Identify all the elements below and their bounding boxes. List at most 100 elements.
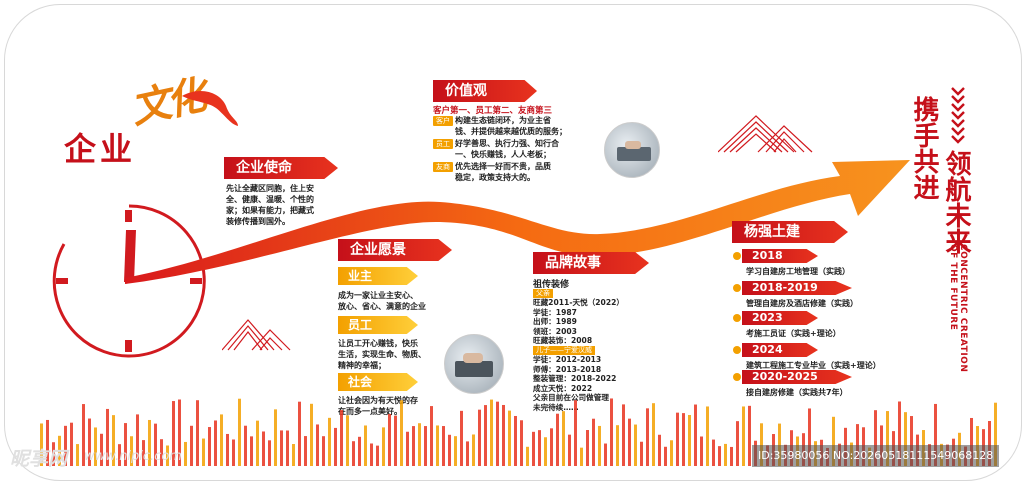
values-item-partner: 友商 优先选择一好而不贵，品质 稳定，政策支持大的。 [433,162,603,183]
equalizer-bar [592,418,595,466]
equalizer-bar [82,404,85,466]
equalizer-bar [532,431,535,466]
clock-icon [52,204,206,358]
timeline-year: 2024 [742,343,818,357]
brand-story-tag-father: 父亲 [533,289,553,298]
equalizer-bar [700,436,703,466]
slogan-col-1: 携手共进 [909,96,939,200]
timeline-desc: 考施工员证（实践+理论） [746,329,841,338]
equalizer-bar [136,414,139,466]
equalizer-bar [376,445,379,466]
equalizer-bar [304,436,307,466]
equalizer-bar [808,408,811,466]
values-header: 价值观 [433,80,537,102]
equalizer-bar [328,417,331,466]
equalizer-bar [910,416,913,466]
equalizer-bar [322,436,325,466]
values-slogan: 客户第一、员工第二、友商第三 [433,106,553,116]
equalizer-bar [430,406,433,466]
equalizer-bar [610,398,613,466]
equalizer-bar [670,440,673,466]
equalizer-bar [970,417,973,466]
equalizer-bar [514,415,517,466]
equalizer-bar [934,403,937,466]
equalizer-bar [664,446,667,466]
slogan-col-2: 领航未来 [941,150,971,254]
equalizer-bar [286,430,289,466]
equalizer-bar [748,405,751,466]
mission-text: 先让全藏区同胞，住上安 全、健康、温暖、个性的 家；如果有能力，把藏式 装修传播… [226,184,314,226]
slogan-english: CONCENTRIC CREATION OF THE FUTURE [948,244,968,373]
brand-story-list-father: 旺藏2011-天悦（2022） 学徒：1987 出师：1989 领班：2003 … [533,298,624,346]
timeline-desc: 接自建房修建（实践共7年） [746,388,848,397]
brand-story-line: 领班：2003 [533,326,577,336]
equalizer-bar [760,423,763,466]
mountain-icon [718,115,813,153]
brand-story-header: 品牌故事 [533,252,649,274]
timeline-dot [733,346,741,354]
timeline-year: 2018 [742,249,818,263]
equalizer-bar [292,444,295,466]
mountain-icon [222,319,291,351]
equalizer-bar [106,408,109,466]
vision-text-society: 让社会因为有天悦的存 在而多一点美好。 [338,396,418,416]
equalizer-bar [184,441,187,466]
vision-tag-staff: 员工 [338,316,418,334]
watermark-url: www.nipic.com [84,449,182,464]
equalizer-bar [646,408,649,466]
equalizer-bar [334,427,337,466]
equalizer-bar [274,409,277,466]
values-item-customer: 客户 构建生态链闭环，为业主省 钱、并提供越来越优质的服务； [433,116,603,137]
equalizer-bar [46,419,49,466]
equalizer-bar [424,426,427,466]
equalizer-bar [40,423,43,466]
equalizer-bar [112,415,115,466]
brand-story-line: 成立天悦：2022 [533,383,593,393]
growth-arrow-icon [125,160,910,284]
equalizer-bar [442,426,445,466]
equalizer-bar [232,439,235,466]
equalizer-bar [154,423,157,466]
equalizer-bar [130,436,133,466]
equalizer-bar [550,428,553,466]
brand-story-line: 出师：1989 [533,317,577,327]
laptop-photo-icon [444,334,504,394]
equalizer-bar [94,427,97,466]
values-tag: 友商 [433,162,453,172]
equalizer-bar [166,445,169,466]
equalizer-bar [250,436,253,466]
brand-story-line: 父亲目前在公司做管理 [533,393,609,403]
equalizer-bar [256,420,259,466]
equalizer-bar [100,433,103,466]
equalizer-bar [142,440,145,466]
equalizer-bar [502,404,505,466]
equalizer-bar [736,421,739,466]
equalizer-bar [172,401,175,466]
equalizer-bar [88,418,91,466]
equalizer-bar [418,423,421,466]
brand-story-line: 整装管理：2018-2022 [533,374,617,384]
vision-text-owner: 成为一家让业主安心、 放心、省心、满意的企业 [338,291,426,311]
equalizer-bar [622,404,625,466]
equalizer-bar [574,400,577,466]
equalizer-bar [682,413,685,466]
equalizer-bar [346,415,349,466]
mission-header: 企业使命 [224,157,338,179]
equalizer-bar [724,443,727,466]
equalizer-bar [382,427,385,466]
equalizer-bar [454,436,457,466]
equalizer-bar [268,440,271,466]
brand-story-line: 未完待续…… [533,402,579,412]
equalizer-bar [886,411,889,466]
equalizer-bar [220,414,223,466]
equalizer-bar [634,424,637,466]
equalizer-bar [520,420,523,466]
equalizer-bar [988,421,991,466]
equalizer-bar [538,430,541,466]
equalizer-bar [352,441,355,466]
equalizer-bar [898,401,901,466]
equalizer-bar [178,399,181,466]
timeline-header: 杨强土建 [732,221,848,243]
equalizer-bar [238,398,241,466]
brand-story-list-son: 学徒：2012-2013 师傅：2013-2018 整装管理：2018-2022… [533,355,616,413]
